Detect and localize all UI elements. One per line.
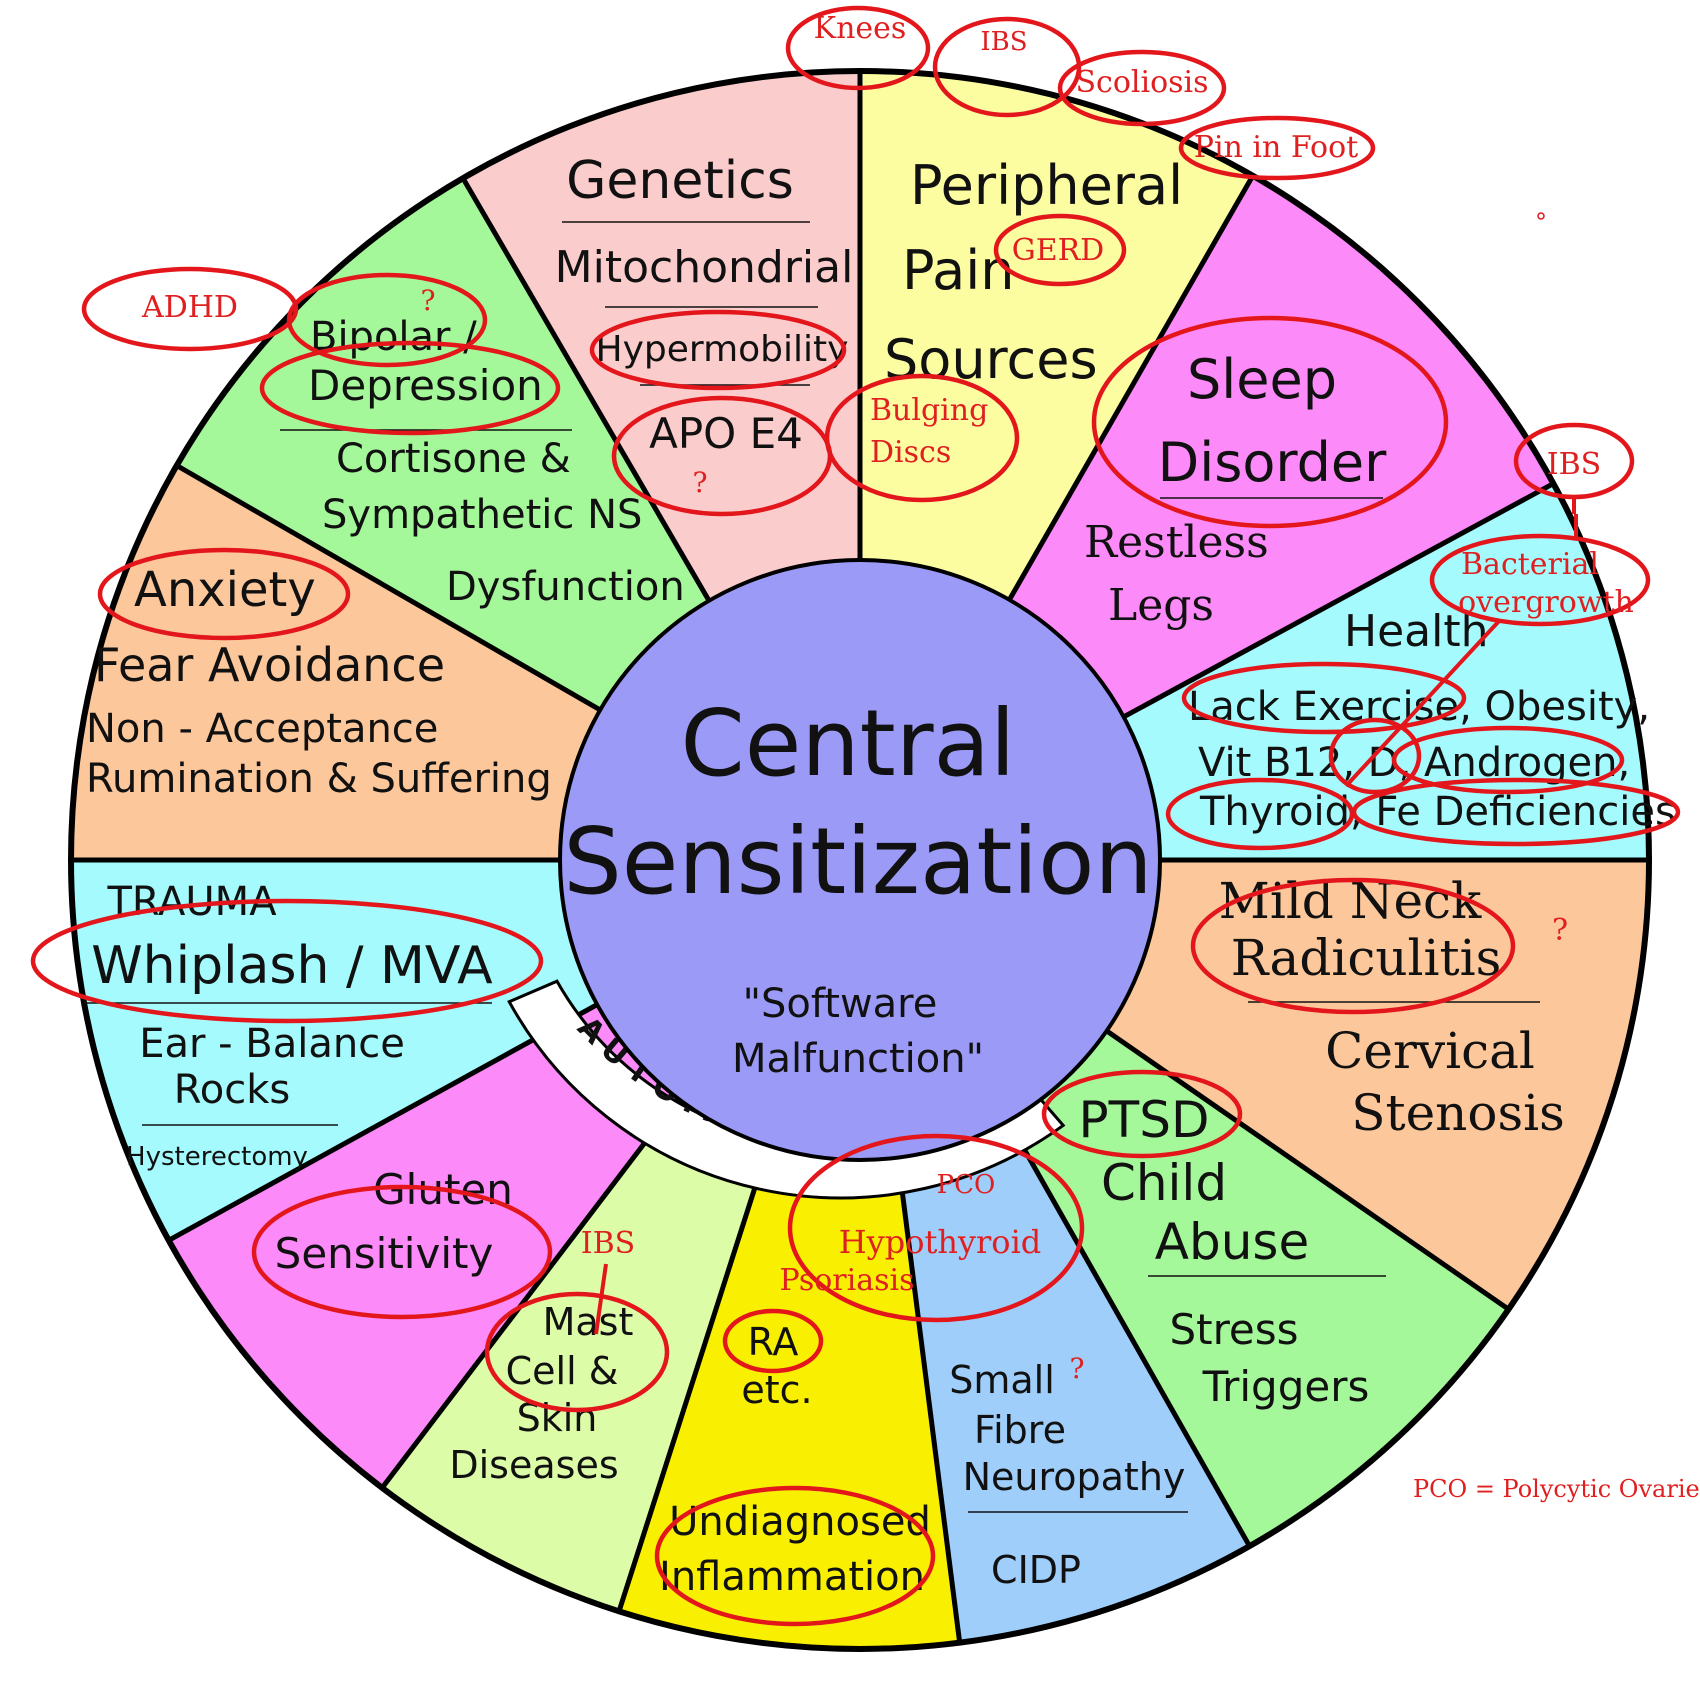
trauma-labels: TRAUMA Whiplash / MVA Ear - Balance Rock… (84, 879, 493, 1172)
trauma-hysterectomy: Hysterectomy (126, 1142, 308, 1172)
annotation-ibs-right: IBS (1547, 447, 1601, 482)
neck-line2: Radiculitis (1231, 929, 1502, 987)
annotation-ibs-bottom: IBS (581, 1226, 635, 1261)
mast-line1: Mast (543, 1300, 634, 1344)
trauma-ear-balance: Ear - Balance (139, 1021, 405, 1067)
annotation-question-neck: ? (1552, 913, 1568, 948)
gluten-line2: Sensitivity (275, 1229, 494, 1278)
sleep-legs: Legs (1108, 580, 1214, 631)
neck-stenosis: Stenosis (1351, 1084, 1565, 1142)
neck-labels: Mild Neck Radiculitis Cervical Stenosis (1219, 872, 1565, 1142)
genetics-hypermobility: Hypermobility (596, 329, 849, 370)
sleep-labels: Sleep Disorder Restless Legs (1084, 348, 1387, 631)
center-subtitle-line1: "Software (743, 981, 938, 1027)
ptsd-labels: PTSD Child Abuse Stress Triggers (1079, 1091, 1386, 1411)
annotation-bulging: Bulging (870, 393, 988, 428)
ptsd-triggers: Triggers (1202, 1362, 1370, 1411)
genetics-mitochondrial: Mitochondrial (555, 242, 854, 293)
ptsd-title: PTSD (1079, 1091, 1210, 1149)
bipolar-labels: Bipolar / Depression Cortisone & Sympath… (280, 314, 685, 610)
inflammation-etc: etc. (741, 1368, 812, 1412)
peripheral-labels: Peripheral Pain Sources (884, 154, 1183, 391)
annotation-psoriasis: Psoriasis (779, 1263, 914, 1298)
center-circle (558, 558, 1162, 1162)
center-title-line2: Sensitization (563, 808, 1152, 915)
genetics-labels: Genetics Mitochondrial Hypermobility APO… (555, 151, 854, 458)
bipolar-dysfunction: Dysfunction (446, 564, 685, 610)
annotation-pco: PCO (937, 1170, 996, 1200)
anxiety-labels: Anxiety Fear Avoidance Non - Acceptance … (86, 562, 552, 802)
peripheral-line3: Sources (884, 328, 1098, 391)
bipolar-cortisone: Cortisone & (336, 436, 571, 482)
anxiety-nonacceptance: Non - Acceptance (86, 706, 438, 752)
genetics-apo-e4: APO E4 (649, 409, 803, 458)
annotation-bacterial: Bacterial (1461, 547, 1599, 582)
annotation-scoliosis: Scoliosis (1075, 65, 1208, 100)
peripheral-line1: Peripheral (910, 154, 1183, 217)
bipolar-line2: Depression (308, 361, 543, 410)
ptsd-stress: Stress (1169, 1305, 1298, 1354)
bipolar-sympathetic: Sympathetic NS (322, 492, 642, 538)
health-title: Health (1344, 606, 1488, 657)
inflammation-inflammation: Inflammation (659, 1554, 925, 1600)
anxiety-rumination: Rumination & Suffering (86, 756, 552, 802)
center-subtitle-line2: Malfunction" (732, 1036, 984, 1082)
gluten-labels: Gluten Sensitivity (275, 1165, 513, 1278)
ptsd-abuse: Abuse (1155, 1213, 1309, 1271)
mast-line2: Cell & (506, 1349, 619, 1393)
annotation-pin-in-foot: Pin in Foot (1194, 130, 1358, 165)
central-hub: Central Sensitization "Software Malfunct… (558, 558, 1162, 1162)
wheel-rim (68, 68, 1652, 1652)
annotation-overgrowth: overgrowth (1458, 585, 1634, 620)
ptsd-child: Child (1101, 1154, 1227, 1212)
annotation-question-bipolar: ? (420, 284, 435, 317)
sleep-line2: Disorder (1158, 431, 1388, 494)
trauma-whiplash: Whiplash / MVA (91, 936, 493, 996)
annotation-knees: Knees (814, 11, 907, 46)
small-fibre-line3: Neuropathy (963, 1455, 1186, 1499)
small-fibre-labels: Small Fibre Neuropathy CIDP (949, 1358, 1188, 1592)
annotation-question-small-fibre: ? (1069, 1352, 1084, 1385)
annotation-ibs-top: IBS (980, 27, 1027, 57)
red-annotations: Knees IBS Scoliosis Pin in Foot GERD Bul… (30, 5, 1700, 1627)
neck-cervical: Cervical (1325, 1022, 1535, 1080)
annotation-hypothyroid: Hypothyroid (839, 1223, 1042, 1261)
annotation-adhd: ADHD (141, 290, 238, 325)
pco-legend: PCO = Polycytic Ovaries (1413, 1475, 1700, 1503)
genetics-title: Genetics (566, 151, 794, 211)
anxiety-fear: Fear Avoidance (94, 638, 445, 692)
mast-line4: Diseases (449, 1443, 618, 1487)
inflammation-labels: RA etc. Undiagnosed Inflammation (659, 1320, 931, 1600)
inflammation-ra: RA (748, 1320, 799, 1364)
small-fibre-cidp: CIDP (991, 1548, 1081, 1592)
bipolar-line1: Bipolar / (310, 314, 477, 360)
sleep-line1: Sleep (1187, 348, 1337, 411)
small-fibre-line2: Fibre (974, 1408, 1066, 1452)
trauma-rocks: Rocks (174, 1067, 290, 1113)
health-line3: Thyroid, Fe Deficiencies (1199, 789, 1676, 835)
annotation-discs: Discs (870, 435, 951, 470)
annotation-question-apo: ? (692, 466, 707, 499)
center-title-line1: Central (681, 690, 1016, 797)
mast-labels: Mast Cell & Skin Diseases (449, 1300, 633, 1487)
annotation-gerd: GERD (1012, 233, 1105, 268)
anxiety-title: Anxiety (134, 562, 316, 618)
small-fibre-line1: Small (949, 1358, 1055, 1402)
